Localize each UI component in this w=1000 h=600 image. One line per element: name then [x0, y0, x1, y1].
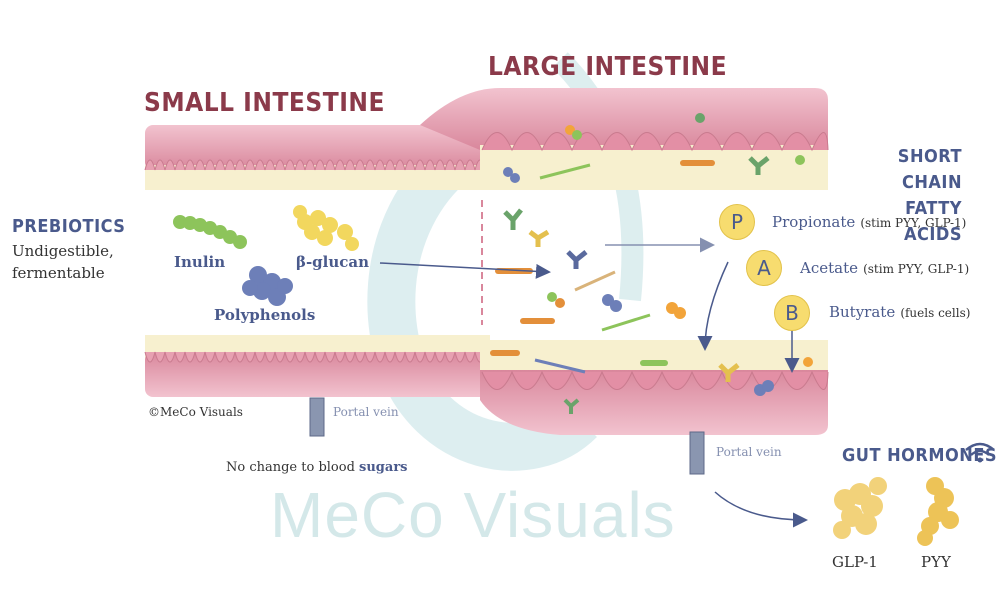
- prebiotics-heading: PREBIOTICS: [12, 216, 126, 237]
- acetate-row: Acetate (stim PYY, GLP-1): [800, 258, 969, 277]
- blood-sugar-prefix: No change to blood: [226, 460, 360, 475]
- propionate-label: Propionate: [772, 213, 856, 231]
- propionate-to-wall-arrow: [697, 261, 729, 351]
- glp1-label: GLP-1: [832, 553, 878, 571]
- watermark-text: MeCo Visuals: [270, 479, 676, 551]
- scfa-title: SHORT CHAIN FATTY ACIDS: [897, 146, 962, 245]
- acetate-label: Acetate: [800, 259, 858, 277]
- portal-vein-left-label: Portal vein: [333, 405, 399, 419]
- butyrate-note: (fuels cells): [900, 306, 971, 320]
- polyphenols-molecule: [242, 266, 293, 306]
- portal-vein-left-shape: [309, 397, 325, 437]
- propionate-row: Propionate (stim PYY, GLP-1): [772, 212, 966, 231]
- propionate-badge: P: [719, 204, 755, 240]
- acetate-note: (stim PYY, GLP-1): [863, 262, 970, 276]
- large-intestine-title: LARGE INTESTINE: [488, 52, 728, 82]
- glp1-molecule: [833, 477, 887, 539]
- wifi-icon: [965, 442, 995, 463]
- prebiotic-flow-arrow: [379, 262, 551, 279]
- lumen-bacteria: [490, 113, 813, 414]
- pyy-label: PYY: [921, 553, 951, 571]
- small-intestine-title: SMALL INTESTINE: [144, 88, 385, 118]
- portal-vein-right-label: Portal vein: [716, 445, 782, 459]
- prebiotics-desc-line1: Undigestible,: [12, 242, 114, 260]
- blood-sugar-note: No change to blood sugars: [226, 460, 407, 475]
- butyrate-row: Butyrate (fuels cells): [829, 302, 970, 321]
- copyright-text: ©MeCo Visuals: [148, 405, 243, 419]
- butyrate-label: Butyrate: [829, 303, 896, 321]
- polyphenols-label: Polyphenols: [214, 306, 316, 324]
- inulin-molecule: [173, 215, 247, 249]
- small-intestine-upper-wall: [144, 125, 490, 190]
- prebiotics-desc-line2: fermentable: [12, 264, 105, 282]
- small-intestine-lower-wall: [144, 335, 490, 397]
- portal-vein-right-shape: [689, 431, 705, 475]
- large-intestine-upper-wall: [420, 88, 829, 190]
- gut-hormones-title: GUT HORMONES: [842, 445, 998, 466]
- large-intestine-lower-wall: [480, 340, 829, 435]
- inulin-label: Inulin: [174, 253, 226, 271]
- beta-glucan-label: β-glucan: [296, 253, 370, 271]
- acetate-badge: A: [746, 250, 782, 286]
- butyrate-badge: B: [774, 295, 810, 331]
- portal-to-hormones-arrow: [714, 491, 808, 528]
- blood-sugar-emphasis: sugars: [359, 460, 408, 475]
- beta-glucan-molecule: [293, 205, 359, 251]
- pyy-molecule: [917, 477, 959, 546]
- propionate-note: (stim PYY, GLP-1): [860, 216, 967, 230]
